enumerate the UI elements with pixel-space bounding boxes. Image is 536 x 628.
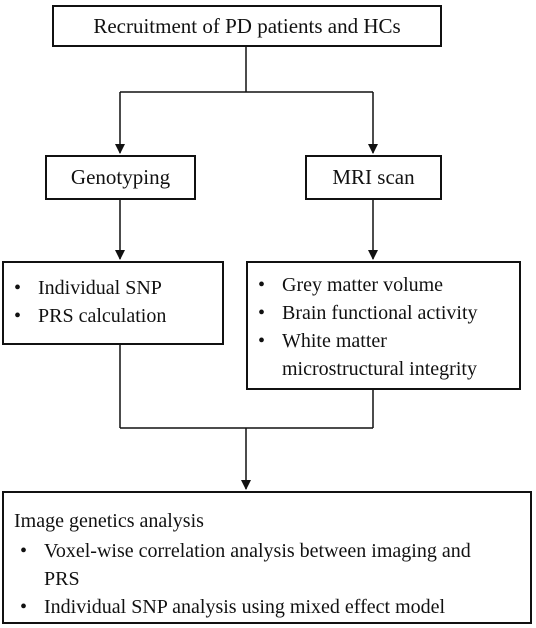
- mri-scan-box: MRI scan: [305, 155, 442, 200]
- genotyping-box: Genotyping: [45, 155, 196, 200]
- list-item: Grey matter volume: [252, 271, 515, 299]
- list-item: White matter microstructural integrity: [252, 327, 512, 383]
- list-item: Voxel-wise correlation analysis between …: [14, 537, 504, 593]
- imaging-list-box: Grey matter volume Brain functional acti…: [246, 261, 521, 390]
- analysis-title: Image genetics analysis: [14, 510, 204, 532]
- list-item: PRS calculation: [8, 302, 218, 330]
- recruitment-label: Recruitment of PD patients and HCs: [93, 13, 401, 38]
- list-item: Individual SNP analysis using mixed effe…: [14, 593, 522, 621]
- list-item: Brain functional activity: [252, 299, 515, 327]
- list-item: Individual SNP: [8, 274, 218, 302]
- mri-scan-label: MRI scan: [332, 165, 415, 189]
- recruitment-box: Recruitment of PD patients and HCs: [52, 5, 442, 47]
- analysis-box: Image genetics analysis Voxel-wise corre…: [2, 491, 532, 624]
- genotyping-label: Genotyping: [70, 165, 171, 189]
- snp-list-box: Individual SNP PRS calculation: [2, 261, 224, 345]
